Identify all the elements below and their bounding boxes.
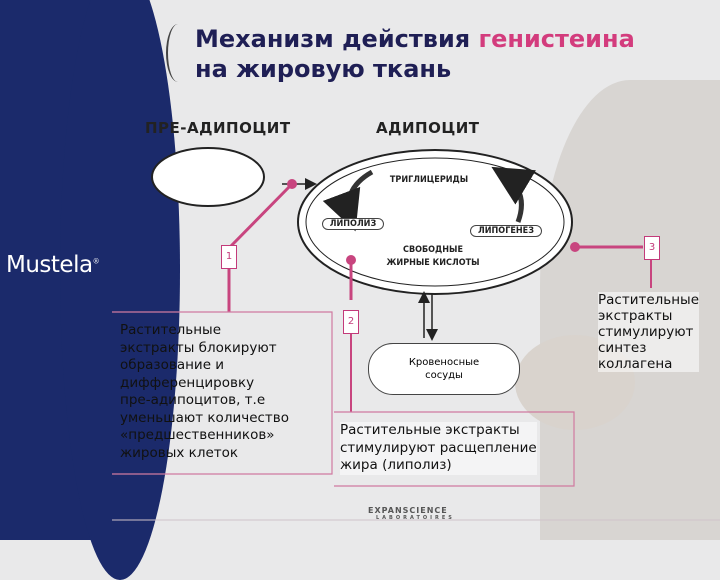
step-1-description: Растительные экстракты блокируют образов… (120, 322, 289, 462)
pre-adipocyte-cell (152, 148, 264, 206)
connector-dot-1 (287, 179, 297, 189)
step-3-description: Растительные экстракты стимулируют синте… (598, 292, 699, 372)
expanscience-logo: EXPANSCIENCE LABORATOIRES (368, 506, 455, 521)
step-2-description: Растительные экстракты стимулируют расще… (340, 422, 537, 475)
step-number-3: 3 (644, 236, 660, 260)
connector-dot-3 (570, 242, 580, 252)
free-fatty-acids-label: СВОБОДНЫЕ ЖИРНЫЕ КИСЛОТЫ (378, 244, 488, 270)
step-number-1: 1 (221, 245, 237, 269)
lipolysis-label: ЛИПОЛИЗ (322, 218, 384, 230)
connector-dot-2 (346, 255, 356, 265)
triglycerides-label: ТРИГЛИЦЕРИДЫ (374, 175, 484, 185)
blood-vessels-box: Кровеносные сосуды (368, 343, 520, 395)
lipogenesis-label: ЛИПОГЕНЕЗ (470, 225, 542, 237)
step-number-2: 2 (343, 310, 359, 334)
